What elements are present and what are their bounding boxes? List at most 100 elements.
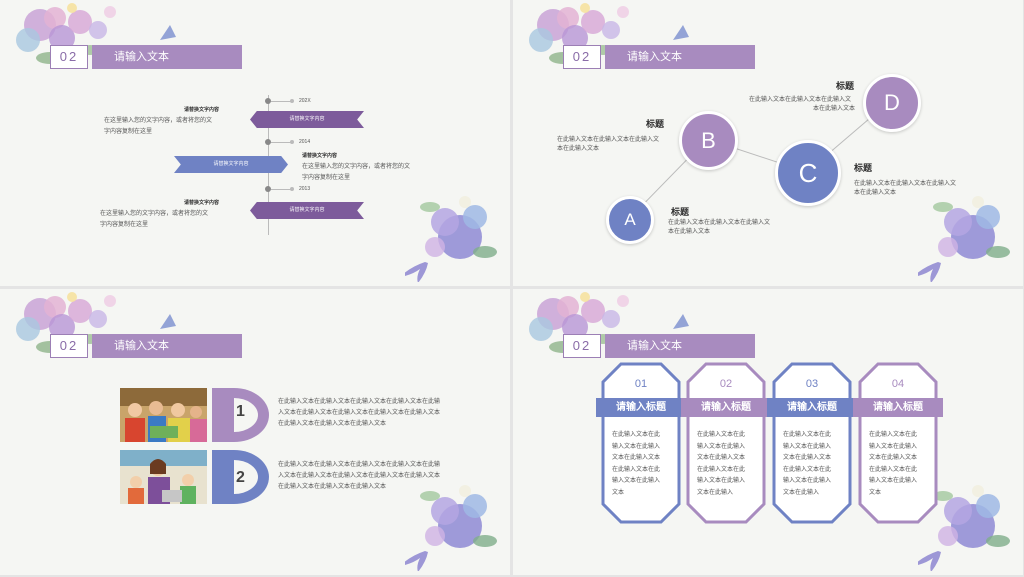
timeline-dot xyxy=(290,187,294,191)
section-number: 02 xyxy=(563,45,601,69)
node-title: 标题 xyxy=(836,81,855,91)
entry-text-line: 字内容复制在这里 xyxy=(104,129,153,135)
item-text-line: 入文本在此输入文本在此输入文本在此输入文本在此输入文本 xyxy=(278,410,441,416)
card-title: 请输入标题 xyxy=(853,398,943,417)
card-text-line: 输入文本在此输入 xyxy=(612,478,661,484)
card-text-line: 输入文本在此输入 xyxy=(869,478,918,484)
card-number: 02 xyxy=(719,378,733,390)
section-number: 02 xyxy=(50,334,88,358)
entry-title: 请替换文字内容 xyxy=(184,200,220,206)
card-text-line: 文本在此输入 xyxy=(783,489,820,496)
entry-text-line: 字内容复制在这里 xyxy=(302,175,351,181)
card-text-line: 在此输入文本在此 xyxy=(783,466,832,473)
card-number: 01 xyxy=(634,378,648,390)
card-text-line: 文本在此输入文本 xyxy=(612,455,661,461)
slide-timeline[interactable]: 02 请输入文本 202X 2014 2013 请替换文字内容 在这里输入您的文… xyxy=(0,0,510,286)
card-text-line: 在此输入文本在此 xyxy=(697,432,746,438)
section-number: 02 xyxy=(563,334,601,358)
card-text: 在此输入文本在此 输入文本在此输入 文本在此输入文本 在此输入文本在此 输入文本… xyxy=(869,430,929,499)
timeline-dot xyxy=(290,99,294,103)
card-text-line: 输入文本在此输入 xyxy=(783,443,832,450)
card-text: 在此输入文本在此 输入文本在此输入 文本在此输入文本 在此输入文本在此 输入文本… xyxy=(697,430,757,499)
card-title: 请输入标题 xyxy=(681,398,771,417)
node-d: D xyxy=(863,74,921,132)
node-desc: 本在此输入文本 xyxy=(557,146,600,152)
card-text-line: 文本在此输入文本 xyxy=(869,455,918,461)
flower-decoration xyxy=(405,196,497,282)
node-desc: 本在此输入文本 xyxy=(813,106,856,112)
item-number: 1 xyxy=(236,403,245,420)
node-desc: 在此输入文本在此输入文本在此输入文 xyxy=(557,137,660,143)
card-text-line: 文本在此输入 xyxy=(697,489,734,496)
connector-line xyxy=(271,142,291,143)
entry-text-line: 字内容复制在这里 xyxy=(100,222,149,228)
timeline-dot xyxy=(265,98,271,104)
timeline-dot xyxy=(290,140,294,144)
item-text-line: 在此输入文本在此输入文本在此输入文本在此输入文本在此输 xyxy=(278,399,441,405)
entry-title: 请替换文字内容 xyxy=(184,107,220,113)
card-text-line: 输入文本在此输入 xyxy=(783,478,832,484)
timeline-dot xyxy=(265,186,271,192)
entry-text-line: 在这里输入您的文字内容，或者将您的文 xyxy=(100,211,209,217)
card-text-line: 在此输入文本在此 xyxy=(612,432,661,438)
section-title: 请输入文本 xyxy=(605,334,755,358)
entry-ribbon: 请替换文字内容 xyxy=(250,202,364,219)
teacher-photo xyxy=(120,450,207,504)
node-c: C xyxy=(775,140,841,206)
item-text-line: 在此输入文本在此输入文本在此输入文本在此输入文本在此输 xyxy=(278,462,441,468)
item-text: 在此输入文本在此输入文本在此输入文本在此输入文本在此输 入文本在此输入文本在此输… xyxy=(278,460,456,493)
card-number: 04 xyxy=(891,378,905,390)
classroom-photo xyxy=(120,388,207,442)
section-title: 请输入文本 xyxy=(92,45,242,69)
node-title: 标题 xyxy=(854,163,873,173)
card-number: 03 xyxy=(805,378,819,390)
card-text-line: 输入文本在此输入 xyxy=(869,443,918,450)
timeline-dot xyxy=(265,139,271,145)
entry-ribbon: 请替换文字内容 xyxy=(250,111,364,128)
year-label: 2014 xyxy=(299,139,311,145)
node-desc: 在此输入文本在此输入文本在此输入文 xyxy=(749,97,852,103)
slide-cards[interactable]: 02 请输入文本 01 请输入标题 在此输入文本在此 输入文本在此输入 文本在此… xyxy=(513,289,1023,575)
connector-line xyxy=(271,189,291,190)
flower-decoration xyxy=(405,485,497,571)
number-badges xyxy=(212,388,269,504)
card-text-line: 输入文本在此输入 xyxy=(612,443,661,450)
card-text-line: 文本 xyxy=(869,489,882,496)
card-title: 请输入标题 xyxy=(596,398,686,417)
node-title: 标题 xyxy=(646,119,665,129)
year-label: 202X xyxy=(299,98,311,104)
node-desc: 本在此输入文本 xyxy=(668,229,711,235)
item-text: 在此输入文本在此输入文本在此输入文本在此输入文本在此输 入文本在此输入文本在此输… xyxy=(278,397,456,430)
card-title: 请输入标题 xyxy=(767,398,857,417)
year-label: 2013 xyxy=(299,186,311,192)
entry-title: 请替换文字内容 xyxy=(302,153,338,159)
card-text: 在此输入文本在此 输入文本在此输入 文本在此输入文本 在此输入文本在此 输入文本… xyxy=(612,430,672,499)
card-text-line: 文本在此输入文本 xyxy=(783,455,832,461)
item-number: 2 xyxy=(236,469,245,486)
node-desc: 本在此输入文本 xyxy=(854,190,897,196)
node-desc: 在此输入文本在此输入文本在此输入文 xyxy=(854,181,957,187)
entry-text-line: 在这里输入您的文字内容，或者将您的文 xyxy=(104,118,213,124)
card-text-line: 文本在此输入文本 xyxy=(697,455,746,461)
slide-abcd[interactable]: 02 请输入文本 A B C D 标题 在此输入文本在此输入文本在此输入文 本在… xyxy=(513,0,1023,286)
node-a: A xyxy=(606,196,654,244)
card-text-line: 在此输入文本在此 xyxy=(869,432,918,438)
node-desc: 在此输入文本在此输入文本在此输入文 xyxy=(668,220,771,226)
entry-text-line: 在这里输入您的文字内容，或者将您的文 xyxy=(302,164,411,170)
section-number: 02 xyxy=(50,45,88,69)
item-text-line: 入文本在此输入文本在此输入文本在此输入文本在此输入文本 xyxy=(278,473,441,479)
entry-ribbon: 请替换文字内容 xyxy=(174,156,288,173)
node-b: B xyxy=(679,111,738,170)
section-title: 请输入文本 xyxy=(605,45,755,69)
card-text-line: 在此输入文本在此 xyxy=(612,466,661,473)
card-text-line: 在此输入文本在此 xyxy=(869,466,918,473)
card-text: 在此输入文本在此 输入文本在此输入 文本在此输入文本 在此输入文本在此 输入文本… xyxy=(783,430,843,499)
card-text-line: 在此输入文本在此 xyxy=(783,432,832,438)
card-text-line: 输入文本在此输入 xyxy=(697,478,746,484)
slide-photos[interactable]: 02 请输入文本 1 2 在此输入文本在此输入文本在此输入文本在此输入文本在此输… xyxy=(0,289,510,575)
card-text-line: 在此输入文本在此 xyxy=(697,466,746,473)
card-text-line: 文本 xyxy=(612,489,625,496)
item-text-line: 在此输入文本在此输入文本在此输入文本 xyxy=(278,484,387,490)
connector-line xyxy=(271,101,291,102)
section-title: 请输入文本 xyxy=(92,334,242,358)
